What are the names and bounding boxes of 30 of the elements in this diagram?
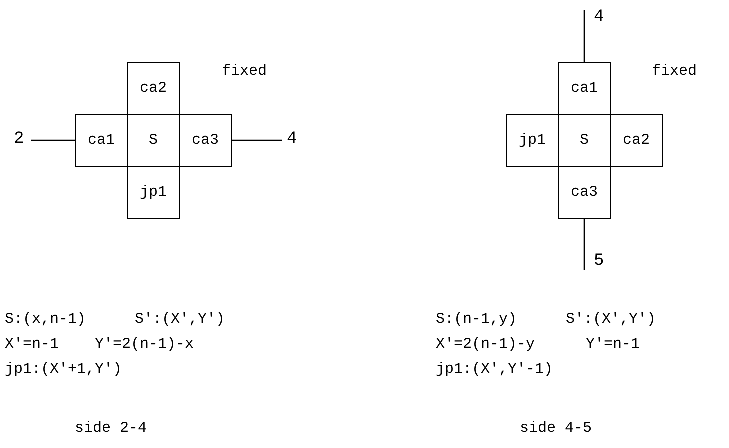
note-text: fixed (652, 63, 698, 81)
note-text: X'=n-1 (5, 336, 60, 354)
connector-line (31, 140, 75, 142)
port-number: 2 (13, 130, 26, 150)
connector-line (232, 140, 282, 142)
note-text: S':(X',Y') (566, 311, 656, 329)
note-text: jp1:(X',Y'-1) (436, 361, 554, 379)
port-number: 4 (286, 130, 298, 150)
grid-cell: ca3 (179, 114, 232, 167)
grid-cell: ca3 (558, 166, 611, 219)
grid-cell: jp1 (127, 166, 180, 219)
note-text: X'=2(n-1)-y (436, 336, 536, 354)
note-text: jp1:(X'+1,Y') (5, 361, 122, 379)
grid-cell: ca1 (558, 62, 611, 115)
connector-line (584, 10, 586, 62)
note-text: fixed (222, 63, 268, 81)
port-number: 4 (593, 8, 606, 28)
note-text: Y'=2(n-1)-x (95, 336, 194, 354)
grid-cell: ca2 (610, 114, 663, 167)
note-text: side 2-4 (75, 420, 148, 438)
note-text: Y'=n-1 (586, 336, 640, 354)
note-text: S:(x,n-1) (5, 311, 86, 329)
grid-cell: ca1 (75, 114, 128, 167)
grid-cell: ca2 (127, 62, 180, 115)
connector-line (584, 219, 586, 270)
note-text: S':(X',Y') (135, 311, 226, 329)
grid-cell: jp1 (506, 114, 559, 167)
note-text: S:(n-1,y) (436, 311, 518, 329)
port-number: 5 (593, 252, 606, 272)
note-text: side 4-5 (520, 420, 592, 438)
